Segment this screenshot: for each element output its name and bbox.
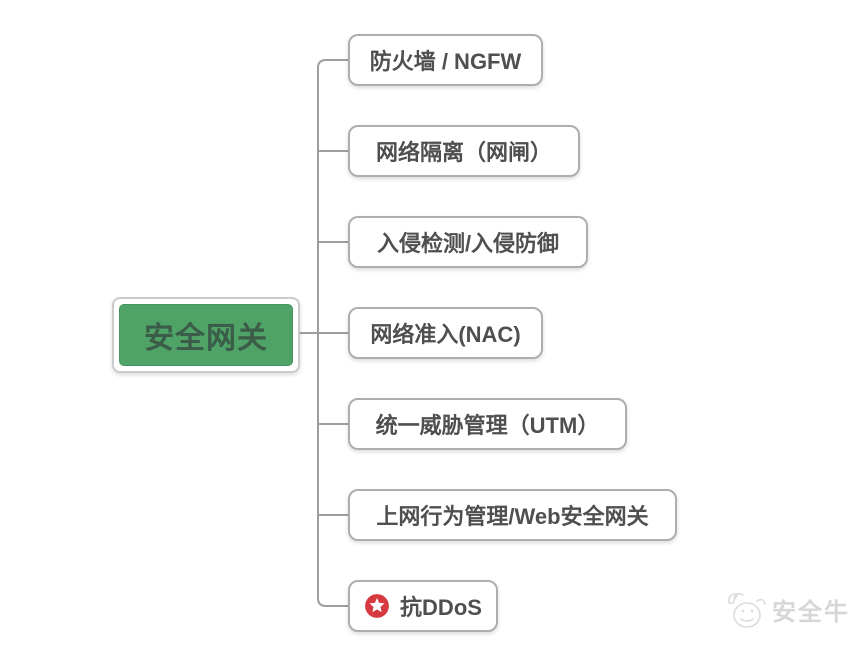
watermark-label: 安全牛 <box>772 598 850 626</box>
node-nac[interactable]: 网络准入(NAC) <box>348 307 543 359</box>
bull-logo-icon <box>728 592 766 628</box>
node-firewall-ngfw[interactable]: 防火墙 / NGFW <box>348 34 543 86</box>
node-anti-ddos[interactable]: 抗DDoS <box>348 580 498 632</box>
node-label: 网络准入(NAC) <box>370 322 521 347</box>
star-badge-icon <box>365 594 389 618</box>
node-label: 防火墙 / NGFW <box>369 49 522 74</box>
node-ids-ips[interactable]: 入侵检测/入侵防御 <box>348 216 588 268</box>
root-node-selection-frame: 安全网关 <box>112 297 300 373</box>
node-utm[interactable]: 统一威胁管理（UTM） <box>348 398 627 450</box>
node-label: 抗DDoS <box>400 595 482 620</box>
root-node-security-gateway[interactable]: 安全网关 <box>119 304 293 366</box>
root-node-label: 安全网关 <box>144 322 268 355</box>
node-label: 统一威胁管理（UTM） <box>375 413 600 438</box>
node-network-isolation[interactable]: 网络隔离（网闸） <box>348 125 580 177</box>
watermark: 安全牛 <box>720 586 850 632</box>
node-label: 上网行为管理/Web安全网关 <box>376 504 649 529</box>
node-web-security-gateway[interactable]: 上网行为管理/Web安全网关 <box>348 489 677 541</box>
node-label: 网络隔离（网闸） <box>375 140 552 165</box>
node-label: 入侵检测/入侵防御 <box>376 231 560 256</box>
